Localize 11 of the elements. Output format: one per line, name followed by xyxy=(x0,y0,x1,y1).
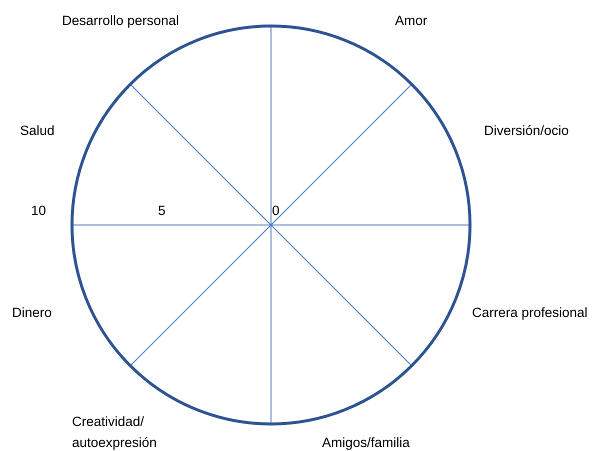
category-label: Amigos/familia xyxy=(322,434,410,451)
scale-label: 10 xyxy=(31,202,46,220)
category-label: Diversión/ocio xyxy=(484,122,569,140)
category-label: Carrera profesional xyxy=(472,304,588,322)
category-label: Amor xyxy=(395,12,428,30)
category-label: Creatividad/ autoexpresión xyxy=(72,413,158,451)
scale-label: 5 xyxy=(158,202,166,220)
category-label: Dinero xyxy=(12,304,52,322)
category-label: Salud xyxy=(20,122,55,140)
category-label: Desarrollo personal xyxy=(62,12,180,30)
scale-label: 0 xyxy=(272,202,280,220)
